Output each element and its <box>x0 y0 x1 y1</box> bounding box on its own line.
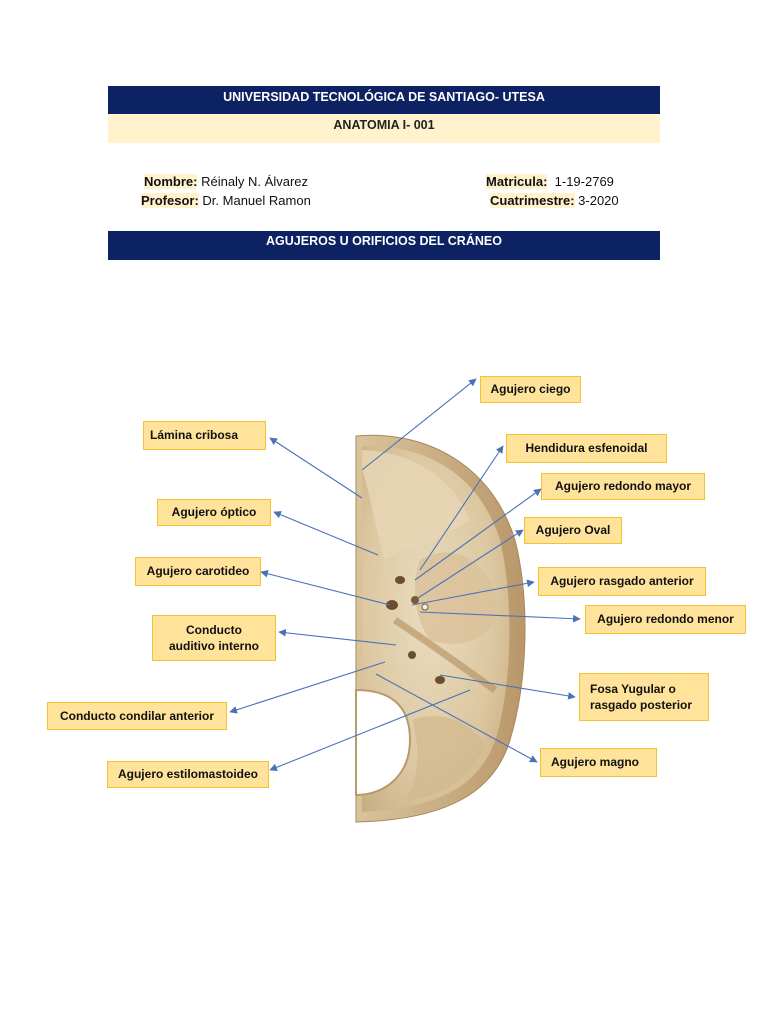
arrow-estilomastoideo <box>269 689 471 772</box>
student-id: Matricula: 1-19-2769 <box>486 174 614 189</box>
posterior-fossa <box>405 716 485 800</box>
student-name: Nombre: Réinaly N. Álvarez <box>144 174 308 189</box>
anterior-fossa <box>362 450 470 560</box>
label-text: Agujero redondo menor <box>597 612 734 627</box>
arrow-hendidura <box>419 445 504 571</box>
course-title: ANATOMIA I- 001 <box>333 118 435 132</box>
id-label: Matricula: <box>486 174 548 189</box>
label-text: Agujero carotideo <box>146 564 250 579</box>
professor-value: Dr. Manuel Ramon <box>202 193 311 208</box>
label-text-line2: rasgado posterior <box>590 698 693 712</box>
name-value: Réinaly N. Álvarez <box>201 174 309 189</box>
foramen-spot-2 <box>411 596 419 604</box>
term-label: Cuatrimestre: <box>490 193 575 208</box>
label-hendidura-esfenoidal: Hendidura esfenoidal <box>506 434 667 463</box>
topic-title: AGUJEROS U ORIFICIOS DEL CRÁNEO <box>266 234 502 248</box>
label-text-line1: Fosa Yugular o <box>590 681 676 696</box>
label-agujero-magno: Agujero magno <box>540 748 657 777</box>
arrow-condilar <box>229 661 386 714</box>
course-banner: ANATOMIA I- 001 <box>108 114 660 143</box>
label-text: Agujero rasgado anterior <box>550 574 694 589</box>
label-agujero-ciego: Agujero ciego <box>480 376 581 403</box>
student-term: Cuatrimestre: 3-2020 <box>490 193 619 208</box>
topic-banner: AGUJEROS U ORIFICIOS DEL CRÁNEO <box>108 231 660 260</box>
foramen-spot-5 <box>408 651 416 659</box>
arrow-redondo-mayor <box>414 488 542 581</box>
arrow-agujero-ciego <box>361 378 477 471</box>
arrow-magno <box>375 673 538 763</box>
label-agujero-estilomastoideo: Agujero estilomastoideo <box>107 761 269 788</box>
name-label: Nombre: <box>144 174 198 189</box>
arrow-optico <box>273 511 379 556</box>
foramen-spot-4 <box>395 576 405 584</box>
foramen-spot-3 <box>421 603 429 611</box>
label-text: Hendidura esfenoidal <box>525 441 648 456</box>
arrow-carotideo <box>260 569 391 606</box>
label-text: Agujero óptico <box>171 505 257 520</box>
arrow-fosa-yugular <box>439 674 576 700</box>
label-agujero-redondo-mayor: Agujero redondo mayor <box>541 473 705 500</box>
label-lamina-cribosa: Lámina cribosa <box>143 421 266 450</box>
arrow-oval <box>417 529 524 599</box>
label-conducto-condilar: Conducto condilar anterior <box>47 702 227 730</box>
professor-label: Profesor: <box>141 193 199 208</box>
label-text: Agujero redondo mayor <box>554 479 691 494</box>
label-agujero-redondo-menor: Agujero redondo menor <box>585 605 746 634</box>
arrow-redondo-menor <box>419 611 581 623</box>
label-agujero-rasgado-anterior: Agujero rasgado anterior <box>538 567 706 596</box>
label-text-line2: auditivo interno <box>169 639 259 653</box>
label-text: Agujero estilomastoideo <box>117 767 259 782</box>
label-text: Conducto condilar anterior <box>59 708 214 723</box>
university-banner: UNIVERSIDAD TECNOLÓGICA DE SANTIAGO- UTE… <box>108 86 660 114</box>
label-text: Agujero magno <box>551 755 640 770</box>
arrow-rasgado-anterior <box>411 579 535 606</box>
term-value: 3-2020 <box>578 193 619 208</box>
label-agujero-carotideo: Agujero carotideo <box>135 557 261 586</box>
foramen-spot-1 <box>386 600 398 610</box>
university-title: UNIVERSIDAD TECNOLÓGICA DE SANTIAGO- UTE… <box>223 90 545 104</box>
arrow-auditivo <box>278 628 397 646</box>
label-agujero-oval: Agujero Oval <box>524 517 622 544</box>
id-value: 1-19-2769 <box>554 174 614 189</box>
label-fosa-yugular: Fosa Yugular o rasgado posterior <box>579 673 709 721</box>
label-agujero-optico: Agujero óptico <box>157 499 271 526</box>
label-conducto-auditivo: Conducto auditivo interno <box>152 615 276 661</box>
label-text-line1: Conducto <box>186 622 242 637</box>
arrow-lamina-cribosa <box>269 437 363 499</box>
middle-fossa <box>414 552 500 644</box>
label-text: Agujero ciego <box>490 382 571 397</box>
foramen-magnum <box>355 688 412 797</box>
professor-name: Profesor: Dr. Manuel Ramon <box>141 193 311 208</box>
label-text: Lámina cribosa <box>150 428 239 443</box>
foramen-spot-6 <box>435 676 445 684</box>
label-text: Agujero Oval <box>535 523 611 538</box>
